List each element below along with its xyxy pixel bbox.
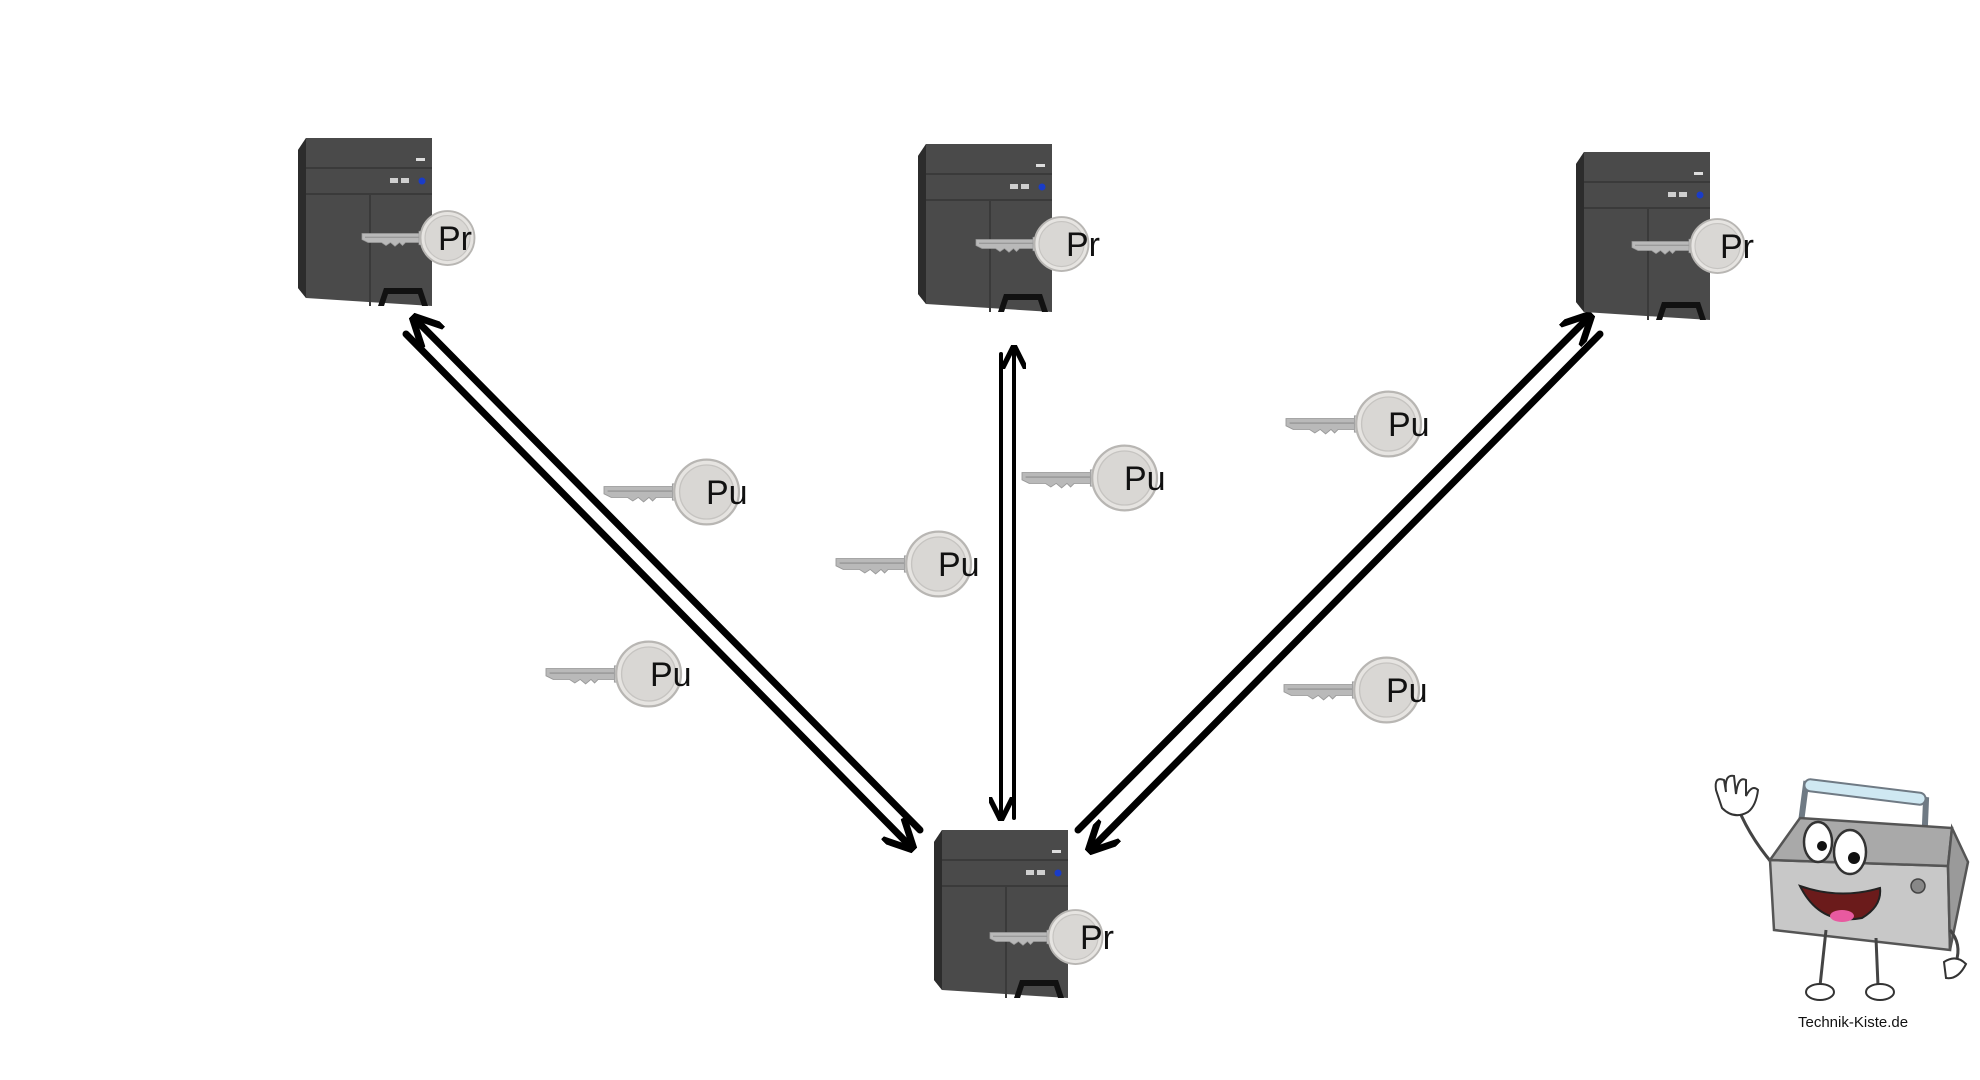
computer-tower-icon <box>297 137 433 307</box>
public-key-label: Pu <box>1386 672 1428 710</box>
public-key-4: Pu <box>834 530 980 598</box>
public-key-5: Pu <box>1284 390 1430 458</box>
site-caption: Technik-Kiste.de <box>1798 1014 1908 1031</box>
computer-top-center: Pr <box>917 143 1100 313</box>
public-key-3: Pu <box>1020 444 1166 512</box>
computer-bottom-center: Pr <box>933 829 1114 999</box>
private-key-label: Pr <box>438 220 472 258</box>
public-key-label: Pu <box>1124 460 1166 498</box>
computer-top-left: Pr <box>297 137 476 307</box>
mascot-logo: Technik-Kiste.de <box>1714 774 1970 1031</box>
connection-bottom-to-top-center <box>1001 350 1014 818</box>
public-key-label: Pu <box>650 656 692 694</box>
connection-bottom-to-top-left <box>402 320 924 846</box>
private-key-label: Pr <box>1066 226 1100 264</box>
public-key-label: Pu <box>938 546 980 584</box>
public-key-label: Pu <box>706 474 748 512</box>
computer-tower-icon <box>917 143 1053 313</box>
public-key-label: Pu <box>1388 406 1430 444</box>
computer-tower-icon <box>1575 151 1711 321</box>
connection-bottom-to-top-right <box>1074 318 1604 848</box>
computer-tower-icon <box>933 829 1069 999</box>
public-key-6: Pu <box>1282 656 1428 724</box>
computer-top-right: Pr <box>1575 151 1754 321</box>
public-key-2: Pu <box>544 640 692 708</box>
toolbox-mascot-icon <box>1714 774 1970 1001</box>
public-key-1: Pu <box>602 458 748 526</box>
private-key-label: Pr <box>1080 919 1114 957</box>
private-key-label: Pr <box>1720 228 1754 266</box>
